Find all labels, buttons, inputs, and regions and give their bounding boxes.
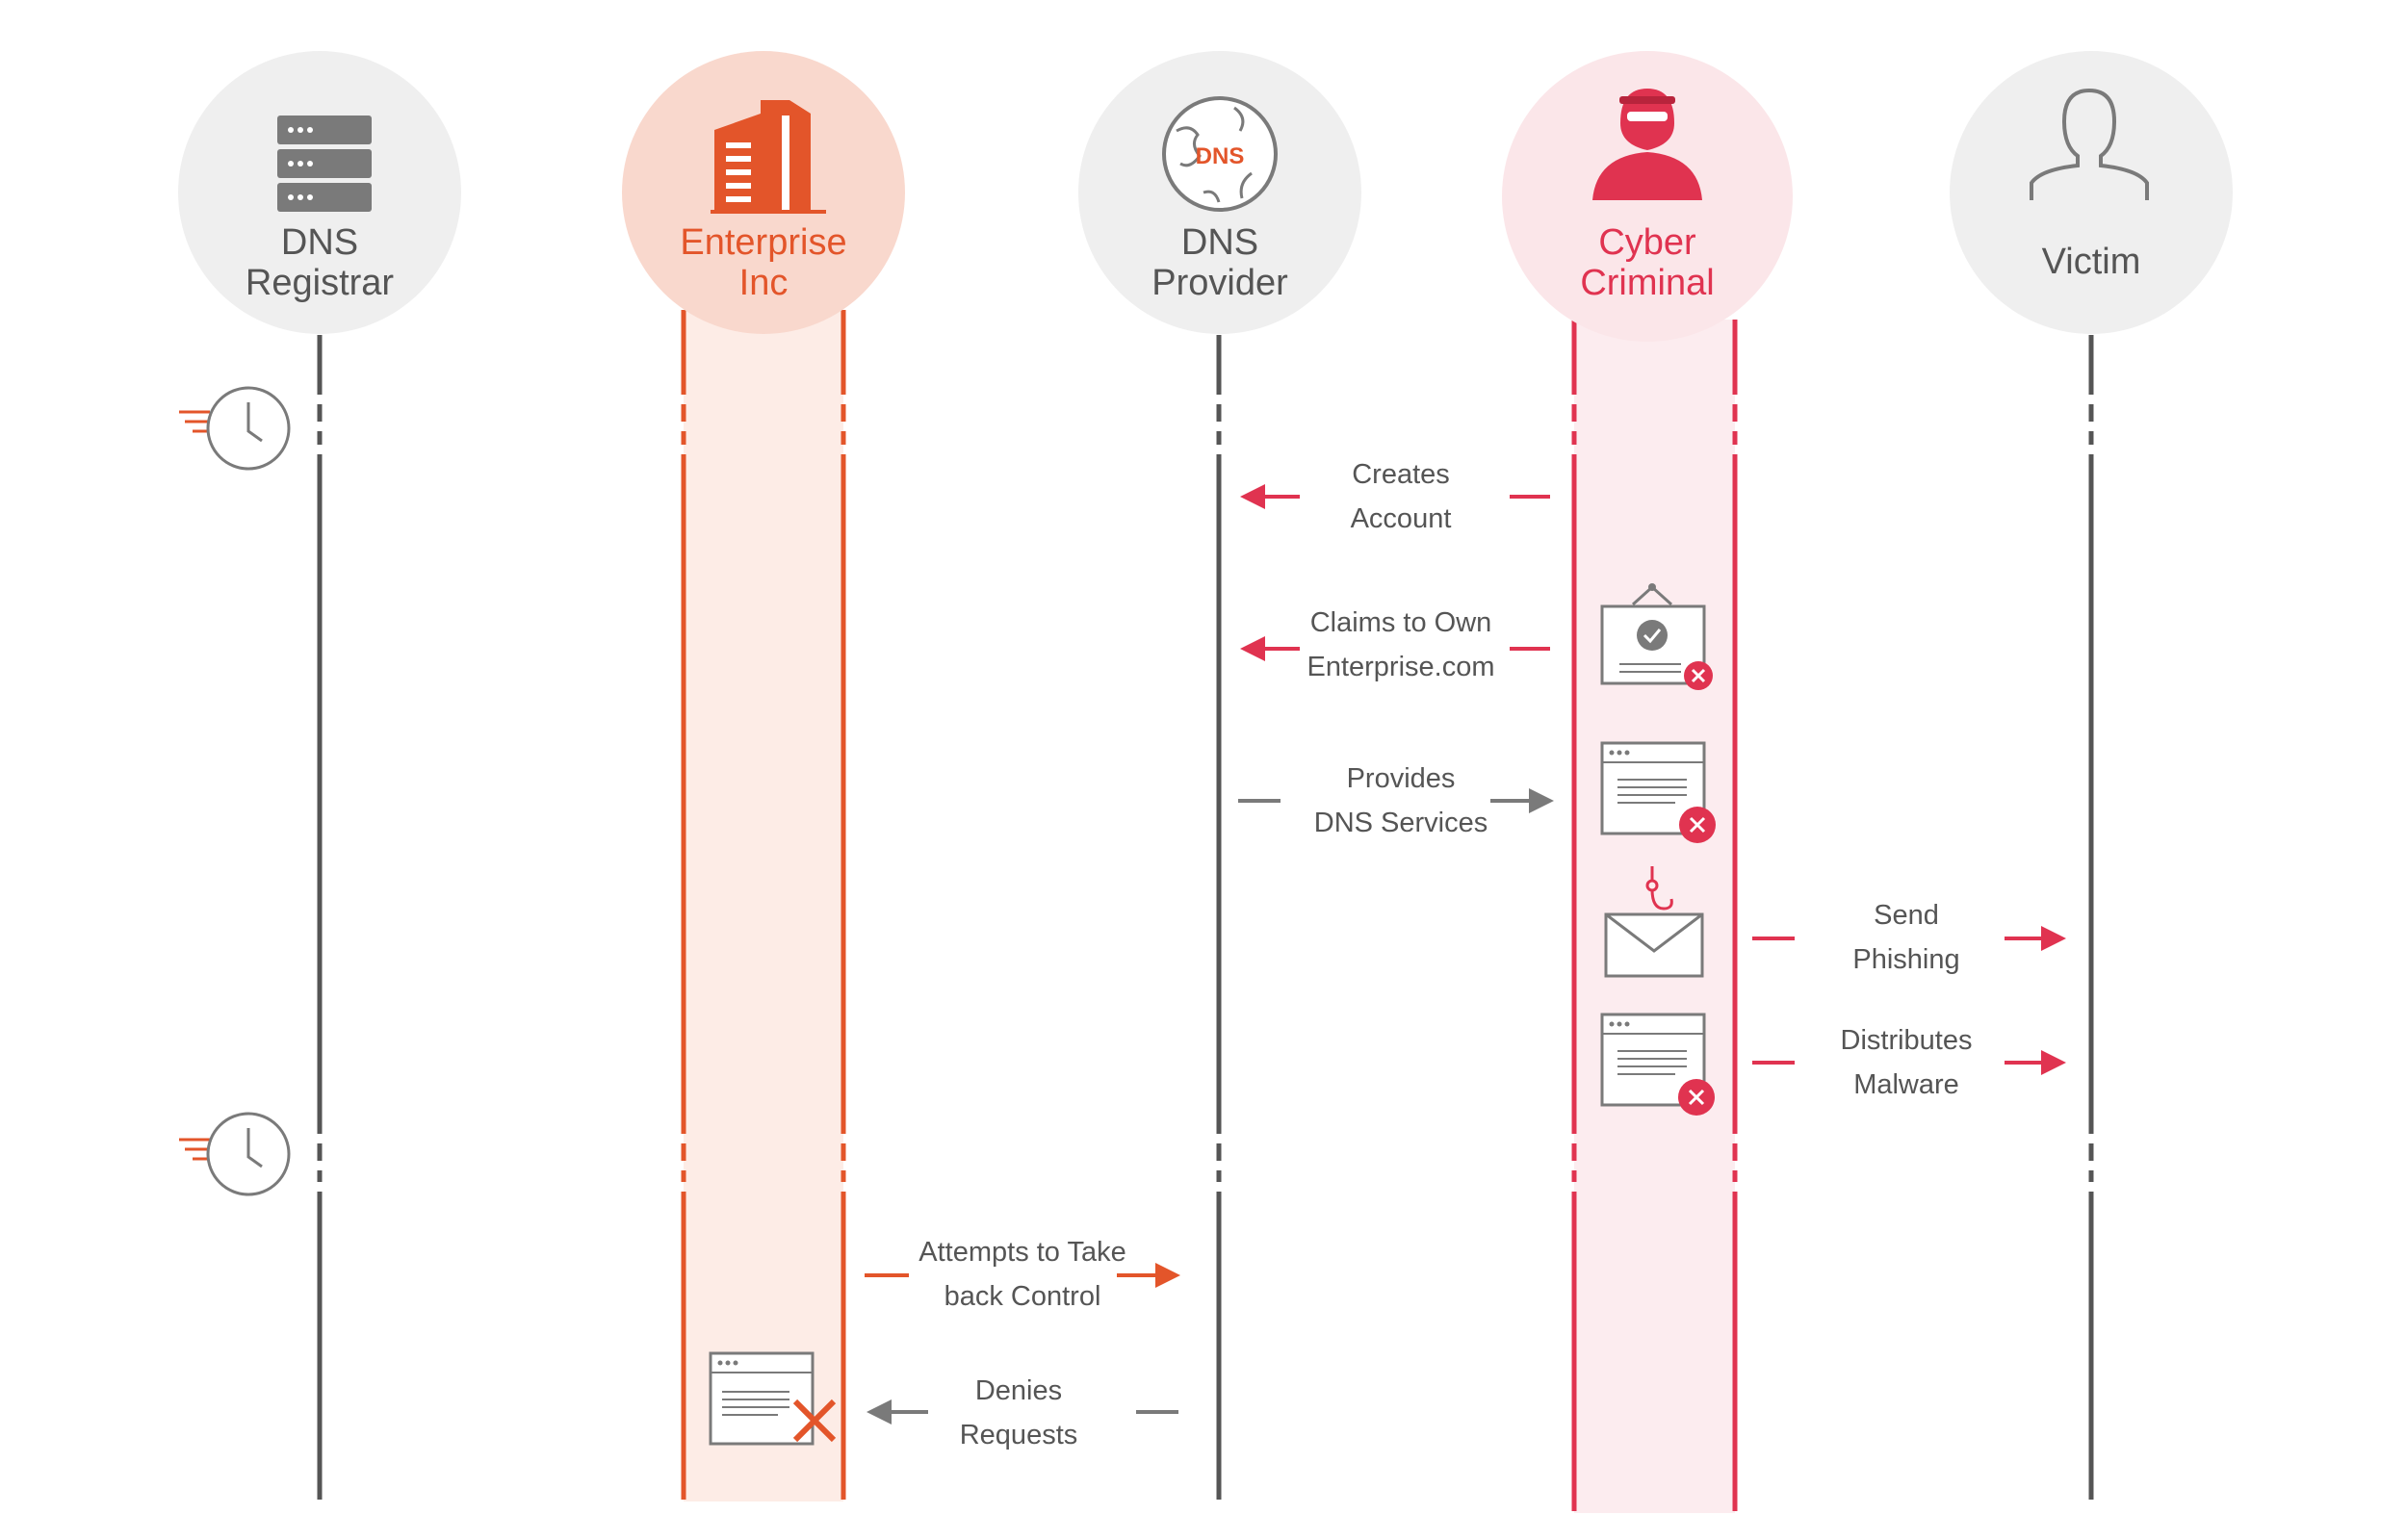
actor-name-line-1: Cyber bbox=[1598, 222, 1696, 263]
actor-provider: DNS DNS Provider bbox=[1078, 51, 1361, 334]
enterprise-lifeline bbox=[681, 310, 846, 1500]
globe-dns-text: DNS bbox=[1196, 143, 1245, 169]
message-line-2: Phishing bbox=[1852, 944, 1959, 975]
arrow-head-left bbox=[867, 1399, 892, 1424]
time-markers bbox=[179, 386, 291, 1196]
hooded-hacker-icon bbox=[1592, 89, 1702, 200]
message-line-1: Send bbox=[1874, 900, 1939, 931]
message-line-1: Creates bbox=[1352, 459, 1450, 490]
message-line-1: Denies bbox=[975, 1375, 1062, 1406]
actor-name-line-2: Inc bbox=[739, 263, 789, 303]
actor-victim: Victim bbox=[1950, 51, 2233, 334]
message-creates-account: Creates Account bbox=[1240, 459, 1550, 534]
actor-criminal: Cyber Criminal bbox=[1502, 51, 1793, 342]
message-line-2: Account bbox=[1351, 503, 1452, 534]
message-line-2: DNS Services bbox=[1314, 808, 1488, 838]
time-passing-icon bbox=[179, 1112, 291, 1196]
message-distributes-malware: Distributes Malware bbox=[1600, 1013, 2066, 1116]
message-line-1: Claims to Own bbox=[1310, 607, 1492, 638]
message-attempts-take-back: Attempts to Take back Control bbox=[865, 1237, 1180, 1312]
message-line-1: Provides bbox=[1347, 763, 1456, 794]
certificate-rejected-icon bbox=[1600, 583, 1713, 690]
person-outline-icon bbox=[2030, 89, 2149, 200]
server-rack-icon bbox=[277, 116, 372, 212]
enterprise-band bbox=[684, 310, 843, 1502]
message-line-1: Attempts to Take bbox=[918, 1237, 1125, 1268]
message-line-2: Malware bbox=[1853, 1069, 1959, 1100]
arrow-head-right bbox=[2041, 926, 2066, 951]
arrow-head-right bbox=[1529, 788, 1554, 813]
arrow-head-left bbox=[1240, 636, 1265, 661]
actor-name-line-1: Enterprise bbox=[680, 222, 846, 263]
message-line-2: Enterprise.com bbox=[1306, 652, 1494, 682]
arrow-head-right bbox=[1155, 1263, 1180, 1288]
webpage-rejected-icon bbox=[1600, 1013, 1715, 1116]
actor-name-line-1: DNS bbox=[281, 222, 358, 263]
lifelines bbox=[317, 310, 2094, 1511]
dns-globe-icon: DNS bbox=[1162, 96, 1278, 212]
actor-registrar: DNS Registrar bbox=[178, 51, 461, 334]
actor-name-line-2: Provider bbox=[1151, 263, 1288, 303]
arrow-head-right bbox=[2041, 1050, 2066, 1075]
arrow-head-left bbox=[1240, 484, 1265, 509]
actor-name-line-1: Victim bbox=[2042, 242, 2141, 282]
actor-enterprise: Enterprise Inc bbox=[622, 51, 905, 334]
messages: Creates Account Claims to Own Enterprise… bbox=[709, 459, 2066, 1450]
message-line-2: back Control bbox=[944, 1281, 1101, 1312]
message-send-phishing: Send Phishing bbox=[1604, 866, 2066, 978]
webpage-rejected-icon bbox=[1600, 741, 1716, 843]
criminal-lifeline bbox=[1571, 320, 1738, 1511]
webpage-denied-icon bbox=[709, 1351, 837, 1446]
message-claims-ownership: Claims to Own Enterprise.com bbox=[1240, 583, 1713, 690]
message-provides-dns: Provides DNS Services bbox=[1238, 741, 1716, 843]
message-line-1: Distributes bbox=[1841, 1025, 1973, 1056]
message-denies-requests: Denies Requests bbox=[709, 1351, 1178, 1450]
actor-name-line-2: Criminal bbox=[1580, 263, 1714, 303]
actor-name-line-1: DNS bbox=[1181, 222, 1258, 263]
time-passing-icon bbox=[179, 386, 291, 471]
phishing-envelope-icon bbox=[1604, 866, 1704, 978]
message-line-2: Requests bbox=[960, 1420, 1078, 1450]
close-icon bbox=[792, 1399, 837, 1443]
actors: DNS Registrar Enterprise Inc bbox=[178, 51, 2233, 342]
office-building-icon bbox=[711, 100, 826, 214]
actor-circle bbox=[1950, 51, 2233, 334]
actor-name-line-2: Registrar bbox=[246, 263, 394, 303]
